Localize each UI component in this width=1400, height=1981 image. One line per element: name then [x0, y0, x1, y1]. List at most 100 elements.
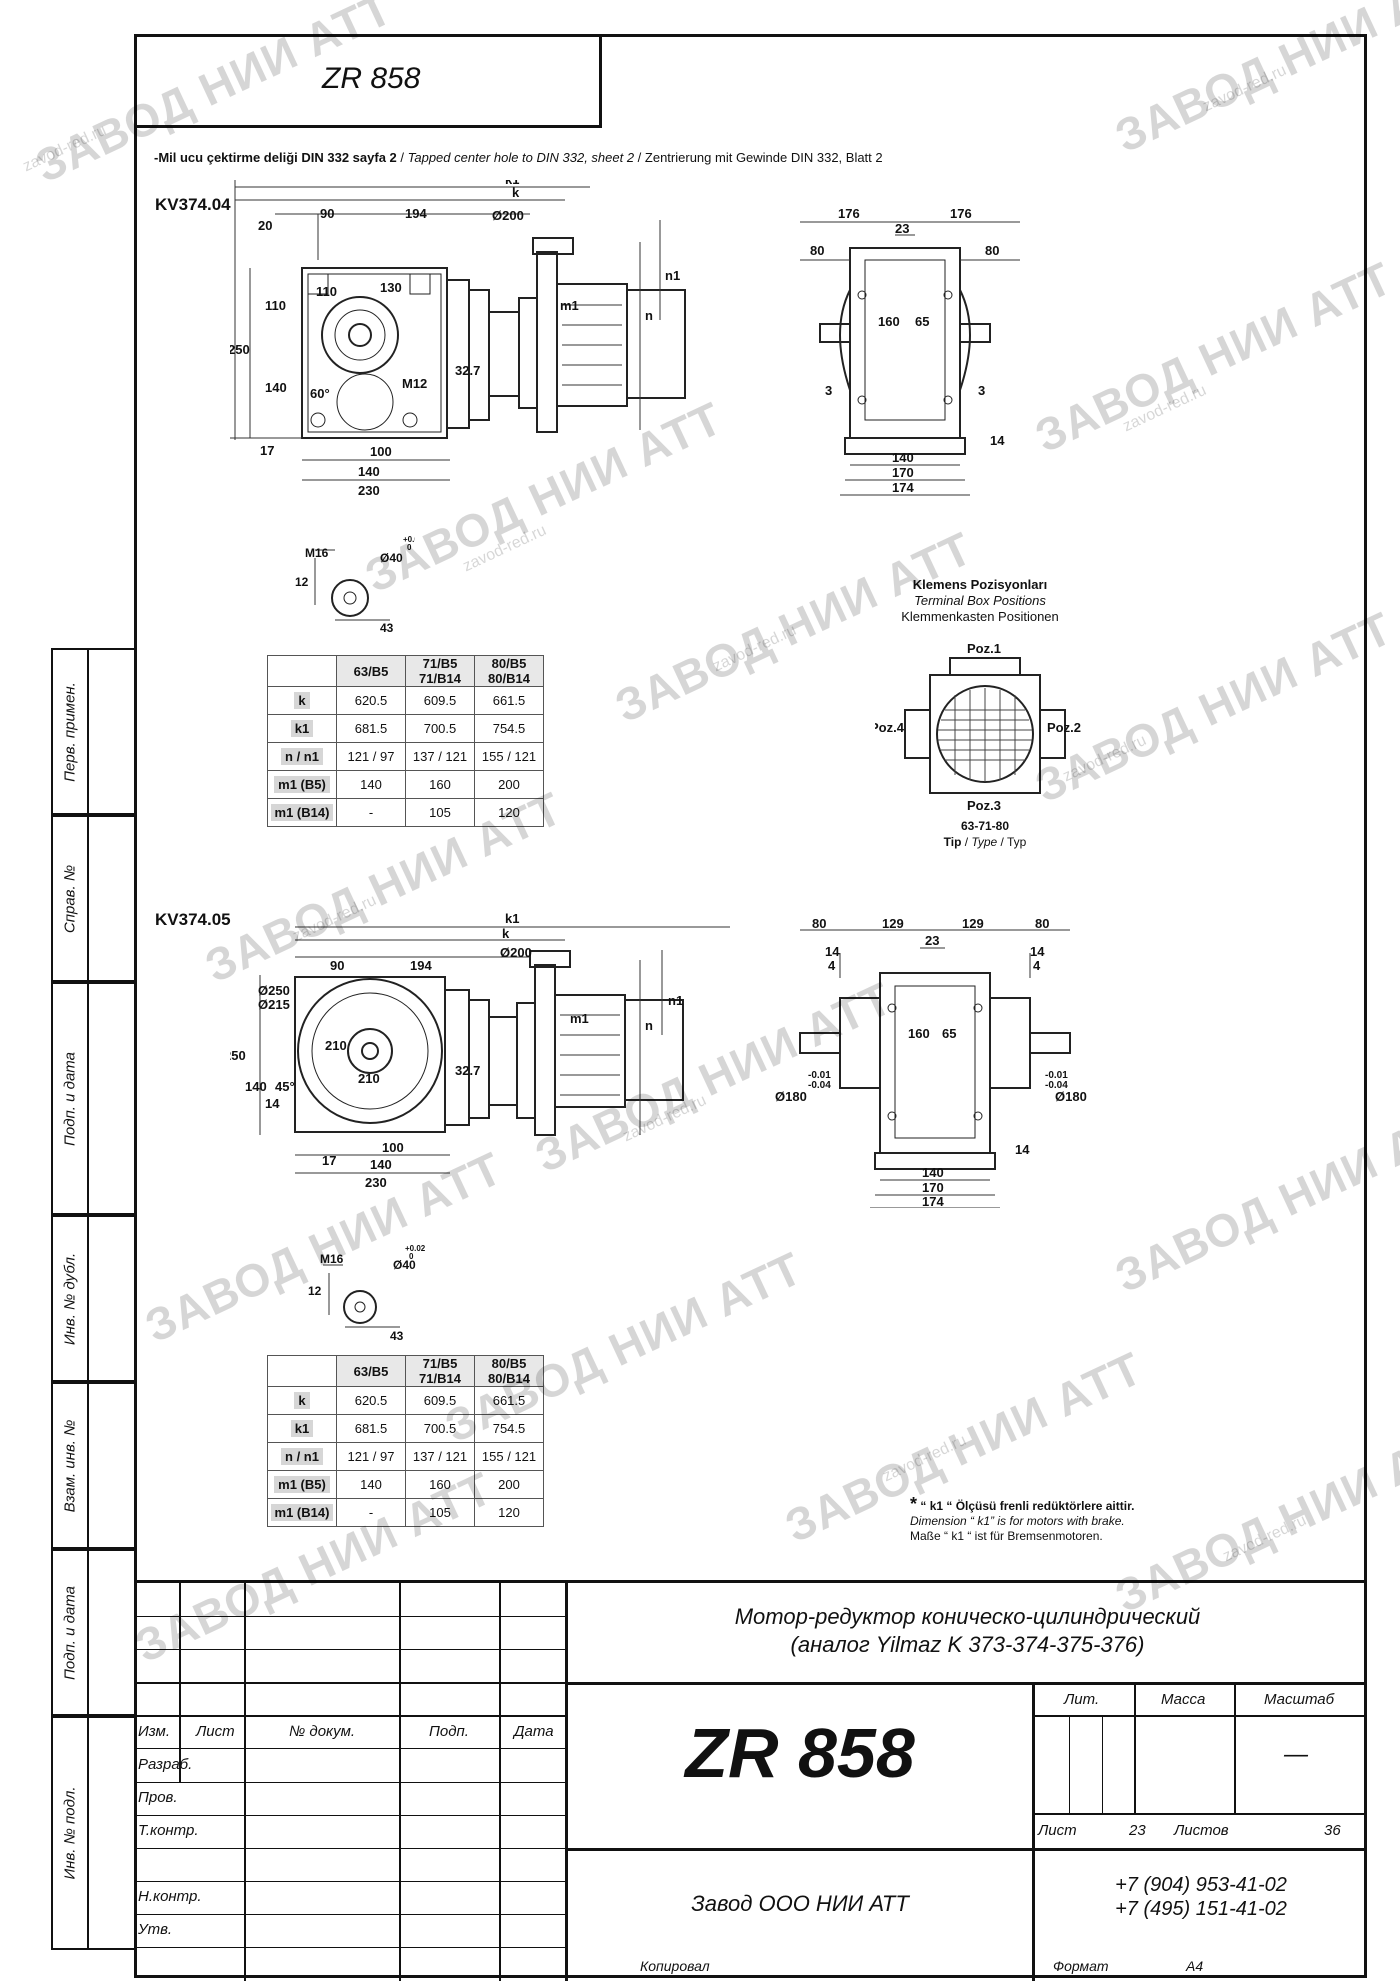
shaft-detail-1: M16 +0.02 0 Ø40 12 43 [295, 535, 415, 635]
dim-d200: Ø200 [492, 208, 524, 223]
dim-14c: 14 [1015, 1142, 1030, 1157]
top-code: ZR 858 [322, 62, 421, 95]
company-name: Завод ООО НИИ АТТ [691, 1891, 909, 1916]
poz1-label: Poz.1 [967, 641, 1001, 656]
tol-b2: -0.04 [1045, 1080, 1068, 1091]
dim-14a: 14 [825, 944, 840, 959]
row-utv: Утв. [138, 1921, 173, 1938]
dim-110b: 110 [316, 284, 337, 299]
poz2-label: Poz.2 [1047, 720, 1081, 735]
dim-k-2: k [502, 926, 510, 941]
dim-23: 23 [895, 221, 909, 236]
dim-90-2: 90 [330, 958, 344, 973]
dim-tol0-2: 0 [409, 1252, 414, 1261]
scale-value: — [1284, 1741, 1308, 1768]
dim-174: 174 [892, 480, 914, 495]
dim-230-2: 230 [365, 1175, 387, 1190]
dim-17-2: 17 [322, 1153, 336, 1168]
dim-d40-2: Ø40 [393, 1258, 416, 1272]
dim-m16: M16 [305, 546, 329, 560]
dim-14: 14 [990, 433, 1005, 448]
dim-176b: 176 [950, 206, 972, 221]
dim-140b: 140 [358, 464, 380, 479]
dim-250-2: 250 [230, 1048, 246, 1063]
sidebar-stamp: Перв. примен. Справ. № Подп. и дата Инв.… [51, 648, 135, 1950]
dim-d180a: Ø180 [775, 1089, 807, 1104]
lit-label: Лит. [1064, 1691, 1100, 1708]
dim-130: 130 [380, 280, 402, 295]
dim-100: 100 [370, 444, 392, 459]
dim-210a: 210 [325, 1038, 347, 1053]
dim-m1-2: m1 [570, 1011, 589, 1026]
sidebar-cell: Перв. примен. [51, 648, 135, 815]
front-view-drawing-2: k1 k Ø200 90 194 Ø250 Ø215 210 210 250 1… [230, 911, 730, 1190]
k1-footnote: * “ k1 “ Ölçüsü frenli redüktörlere aitt… [910, 1494, 1135, 1543]
dim-176a: 176 [838, 206, 860, 221]
col-izm: Изм. [138, 1723, 170, 1740]
dim-80a-2: 80 [812, 918, 826, 931]
phones: +7 (904) 953-41-02 +7 (495) 151-41-02 [1115, 1874, 1287, 1920]
dim-170: 170 [892, 465, 914, 480]
dim-n: n [645, 308, 653, 323]
dim-140: 140 [265, 380, 287, 395]
side-view-drawing-2: 80 129 129 80 14 4 14 4 23 160 65 -0.01 … [775, 918, 1087, 1208]
dim-160: 160 [878, 314, 900, 329]
dim-tol: +0.02 [403, 535, 415, 544]
dim-23-2: 23 [925, 933, 939, 948]
dim-140-2: 140 [245, 1079, 267, 1094]
dim-80a: 80 [810, 243, 824, 258]
col-list: Лист [196, 1723, 235, 1740]
scale-label: Масштаб [1264, 1691, 1335, 1708]
sidebar-cell: Подп. и дата [51, 982, 135, 1215]
dim-d250-2: Ø250 [258, 983, 290, 998]
dim-4a: 4 [828, 958, 836, 973]
dim-80b: 80 [985, 243, 999, 258]
dim-k1: k1 [505, 180, 519, 187]
dim-tol0: 0 [407, 543, 412, 552]
title-block: Изм. Лист № докум. Подп. Дата Разраб. Пр… [134, 1580, 1367, 1981]
poz3-label: Poz.3 [967, 798, 1001, 813]
sidebar-cell: Инв. № подл. [51, 1716, 135, 1950]
format-value: A4 [1186, 1958, 1204, 1974]
dim-3a: 3 [825, 383, 832, 398]
dim-100-2: 100 [382, 1140, 404, 1155]
sidebar-cell: Инв. № дубл. [51, 1215, 135, 1382]
dim-65: 65 [915, 314, 929, 329]
row-razrab: Разраб. [138, 1756, 193, 1773]
dim-12-2: 12 [308, 1284, 322, 1298]
dim-43: 43 [380, 621, 394, 635]
sidebar-cell: Взам. инв. № [51, 1382, 135, 1549]
product-description: Мотор-редуктор коническо-цилиндрический … [734, 1604, 1201, 1657]
main-code: ZR 858 [685, 1714, 915, 1792]
dim-194: 194 [405, 206, 427, 221]
format-label: Формат [1053, 1958, 1109, 1974]
dim-129b: 129 [962, 918, 984, 931]
dim-45deg: 45° [275, 1079, 295, 1094]
dim-m1: m1 [560, 298, 579, 313]
front-view-drawing-1: k1 k Ø200 90 194 20 110 110 130 250 140 … [230, 180, 686, 498]
sheets-count: 36 [1324, 1822, 1341, 1839]
tol-b1: -0.01 [1045, 1070, 1068, 1081]
dim-side-140: 140 [892, 450, 914, 465]
terminal-box-diagram: Poz.1 Poz.2 Poz.3 Poz.4 [875, 641, 1081, 813]
sheets-label: Листов [1174, 1822, 1229, 1839]
dim-tol-2: +0.02 [405, 1245, 425, 1253]
dim-4b: 4 [1033, 958, 1041, 973]
sidebar-cell: Справ. № [51, 815, 135, 982]
sidebar-cell: Подп. и дата [51, 1549, 135, 1716]
row-nkontr: Н.контр. [138, 1888, 202, 1905]
dim-60deg: 60° [310, 386, 330, 401]
dim-d40: Ø40 [380, 551, 403, 565]
col-date: Дата [514, 1723, 554, 1740]
dim-d180b: Ø180 [1055, 1089, 1087, 1104]
dim-k: k [512, 185, 520, 200]
dim-side-140-2: 140 [922, 1165, 944, 1180]
dim-210b: 210 [358, 1071, 380, 1086]
col-doc: № докум. [289, 1723, 356, 1740]
